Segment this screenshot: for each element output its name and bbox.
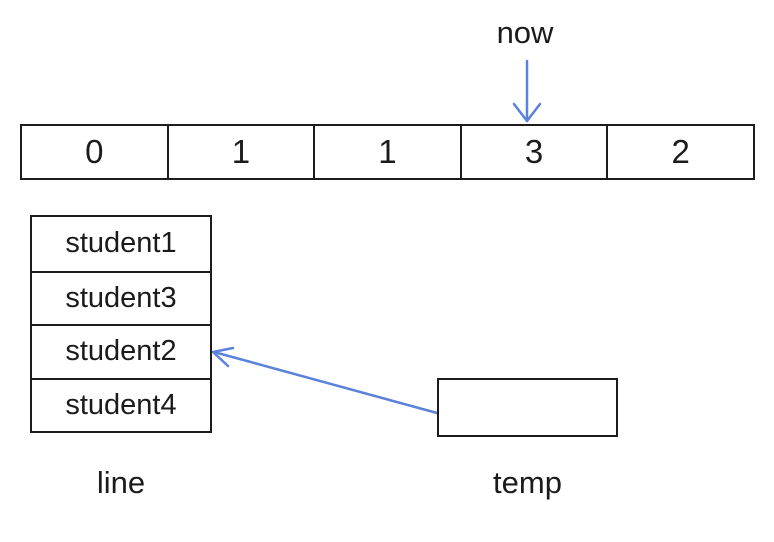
- array-cell-2: 1: [313, 126, 460, 178]
- list-item-student1: student1: [65, 227, 177, 260]
- count-array: 0 1 1 3 2: [20, 124, 755, 180]
- line-list: student1 student3 student2 student4: [30, 215, 212, 433]
- list-item-student2: student2: [32, 324, 210, 378]
- array-cell-3: 3: [459, 126, 607, 178]
- temp-box: [437, 378, 618, 437]
- temp-label: temp: [493, 465, 562, 500]
- line-label: line: [96, 465, 146, 500]
- now-pointer-label: now: [496, 15, 554, 50]
- list-item-student4: student4: [32, 377, 210, 432]
- now-down-arrow-icon: [512, 59, 542, 123]
- array-cell-4: 2: [606, 126, 753, 178]
- list-item-student3: student3: [32, 270, 210, 325]
- array-cell-0: 0: [85, 133, 104, 170]
- array-cell-1: 1: [166, 126, 314, 178]
- temp-to-student2-arrow-icon: [211, 346, 439, 415]
